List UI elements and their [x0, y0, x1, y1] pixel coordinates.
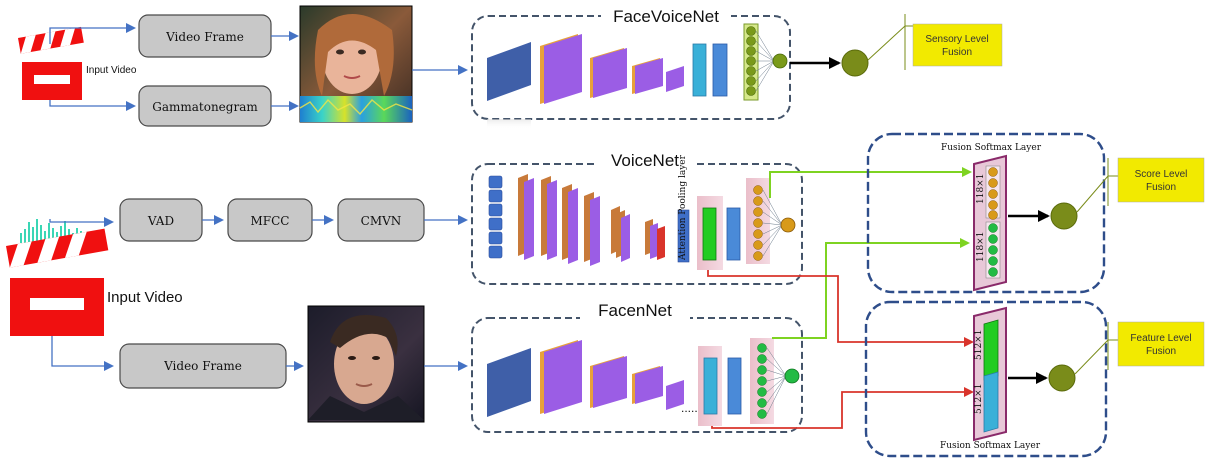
facevoicenet-container: FaceVoiceNet: [471, 6, 791, 129]
arrow-to-video-frame: [49, 23, 136, 44]
facennet-title: FacenNet: [598, 301, 672, 320]
attention-pooling-label: Attention Pooling layer: [678, 154, 688, 261]
svg-text:Fusion: Fusion: [1146, 182, 1176, 193]
feature-dim-bottom: 512×1: [974, 384, 984, 414]
feature-fusion-layer-title: Fusion Softmax Layer: [940, 441, 1041, 451]
gammatonegram-box: Gammatonegram: [138, 85, 272, 127]
clapperboard-icon-top: [18, 26, 84, 100]
svg-text:Fusion: Fusion: [1146, 346, 1176, 357]
svg-text:Score Level: Score Level: [1135, 169, 1188, 180]
voicenet-container: VoiceNet Attention Pooling layer: [471, 150, 803, 285]
cmvn-box: CMVN: [337, 198, 425, 242]
clapperboard-icon-bottom: [6, 228, 109, 336]
face-with-spectrogram-image: [299, 5, 413, 123]
arrow-to-vad: [49, 217, 114, 227]
vad-box: VAD: [119, 198, 203, 242]
face-image-bottom: [307, 305, 425, 423]
video-frame-box-bottom: Video Frame: [119, 343, 287, 389]
svg-text:Sensory Level: Sensory Level: [925, 34, 988, 45]
svg-text:Gammatonegram: Gammatonegram: [152, 100, 258, 114]
facennet-container: FacenNet .....: [471, 300, 803, 433]
svg-text:CMVN: CMVN: [361, 214, 402, 228]
svg-text:Feature Level: Feature Level: [1130, 333, 1191, 344]
svg-text:VAD: VAD: [147, 214, 174, 228]
svg-text:MFCC: MFCC: [251, 214, 290, 228]
sensory-callout-line: [867, 14, 913, 70]
feature-fusion-container: 512×1 512×1 Fusion Softmax Layer: [864, 300, 1108, 458]
input-video-label-top: Input Video: [86, 65, 137, 76]
score-fusion-container: Fusion Softmax Layer 118×1 118×1: [866, 132, 1106, 294]
arrow-to-gammatonegram: [49, 100, 136, 111]
green-arrow-face-to-score: [772, 238, 970, 339]
score-level-fusion-label: Score Level Fusion: [1117, 157, 1205, 203]
red-arrow-face-to-feature: [711, 387, 974, 429]
svg-text:Video Frame: Video Frame: [165, 30, 244, 44]
arrow-to-video-frame-bottom: [51, 336, 114, 371]
score-dim-top: 118×1: [976, 174, 986, 204]
video-frame-box-top: Video Frame: [138, 14, 272, 58]
red-arrow-voice-to-feature: [707, 270, 974, 347]
feature-level-fusion-label: Feature Level Fusion: [1117, 321, 1205, 367]
svg-text:Video Frame: Video Frame: [163, 359, 242, 373]
mfcc-box: MFCC: [227, 198, 313, 242]
facevoicenet-title: FaceVoiceNet: [613, 7, 719, 26]
sensory-output-node: [841, 49, 869, 77]
feature-callout-line: [1074, 322, 1118, 375]
score-callout-line: [1076, 158, 1118, 213]
feature-dim-top: 512×1: [974, 330, 984, 360]
facennet-ellipsis: .....: [681, 401, 698, 415]
score-fusion-layer-title: Fusion Softmax Layer: [941, 143, 1042, 153]
input-video-label-bottom: Input Video: [107, 289, 183, 306]
voicenet-title: VoiceNet: [611, 151, 679, 170]
score-dim-bottom: 118×1: [976, 232, 986, 262]
sensory-level-fusion-label: Sensory Level Fusion: [912, 23, 1003, 67]
svg-text:Fusion: Fusion: [942, 47, 972, 58]
green-arrow-voice-to-score: [769, 167, 972, 198]
